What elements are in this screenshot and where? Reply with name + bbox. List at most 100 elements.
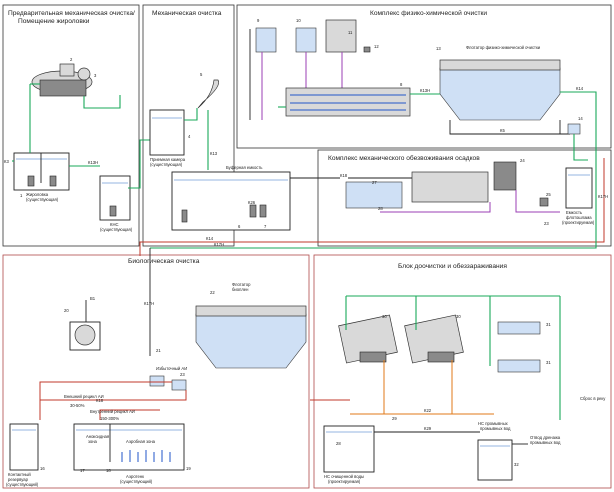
pipe-label-k29: К29 — [424, 426, 432, 431]
pipe-label-k13n-2: К13Н — [420, 88, 430, 93]
num-23b: 23 — [180, 372, 185, 377]
flotator-bio-label: Флотатор — [232, 282, 251, 287]
num-8: 8 — [400, 82, 403, 87]
blower-20 — [74, 324, 96, 346]
anoxic-zone-label2: зона — [88, 439, 98, 444]
pipe-label-k17v: К17Н — [598, 194, 608, 199]
pipe-red — [39, 381, 172, 420]
flotator-top — [439, 59, 561, 71]
contact-tank-label: Контактный — [8, 472, 31, 477]
num-28: 28 — [378, 206, 383, 211]
num-32: 32 — [514, 462, 519, 467]
pump-icon — [259, 204, 267, 218]
num-17: 17 — [80, 468, 85, 473]
kns-label: КНС — [110, 222, 119, 227]
flotator-bio — [195, 313, 307, 369]
pump-23 — [171, 379, 187, 391]
sand-filter-30a — [338, 314, 398, 364]
num-2: 2 — [70, 57, 73, 62]
sand-filter-30b — [404, 314, 464, 364]
num-3: 3 — [94, 73, 97, 78]
ext-recycle-label: Внешний рецикл АИ — [64, 394, 104, 399]
title-post: Блок доочистки и обеззараживания — [398, 262, 507, 270]
buffer-tank-label: Буферная емкость — [226, 165, 263, 170]
num-6: 6 — [238, 224, 241, 229]
conveyor-24 — [493, 161, 517, 191]
num-13: 13 — [436, 46, 441, 51]
num-24: 24 — [520, 158, 525, 163]
pipe-label-k22: К22 — [424, 408, 432, 413]
pipe-label-k3: К3 — [4, 159, 9, 164]
receiving-chamber — [149, 109, 185, 156]
grease-trap-tank — [13, 152, 70, 191]
num-5: 5 — [200, 72, 203, 77]
pipe-label-k13n: К13Н — [88, 160, 98, 165]
pipe-green — [150, 168, 597, 249]
pipe-label-k17: К17Н — [214, 242, 224, 247]
flotator-physchem-label: Флотатор физико-химической очистки — [466, 45, 541, 50]
pipe-red — [99, 409, 160, 420]
title-mech: Механическая очистка — [152, 10, 222, 17]
reagent-unit-11 — [325, 19, 357, 53]
ns-wash-label2: промывных вод — [480, 426, 511, 431]
pipe-label-k17h: К17Н — [144, 301, 154, 306]
pipe-reactor — [285, 87, 411, 117]
ns-purified-tank — [323, 425, 375, 473]
blower-frame — [69, 321, 101, 351]
uv-unit-31a — [497, 321, 541, 335]
section-sludge — [317, 149, 612, 247]
contact-tank — [9, 423, 39, 471]
title-pre-mech-1: Предварительная механическая очистка/ — [8, 10, 135, 17]
pipe-label-k18: К18 — [340, 173, 348, 178]
receiving-chamber-sub: (существующая) — [150, 162, 183, 167]
ns-purified-sub: (проектируемая) — [328, 479, 361, 484]
grease-trap-sub: (существующая) — [26, 197, 59, 202]
num-25: 25 — [546, 192, 551, 197]
num-30a: 30 — [382, 314, 387, 319]
flotation-tank-label3: (проектируемая) — [562, 220, 595, 225]
num-7: 7 — [264, 224, 267, 229]
dosing-pump-icon — [363, 46, 371, 53]
aerotank-sub: (существующий) — [120, 479, 153, 484]
grease-separator-wheel — [77, 67, 91, 81]
flotation-sludge-tank — [565, 167, 593, 209]
num-19: 19 — [186, 466, 191, 471]
excess-al-label: Избыточный АИ — [156, 366, 187, 371]
num-23: 23 — [544, 221, 549, 226]
num-9: 9 — [257, 18, 260, 23]
section-physchem — [236, 4, 612, 149]
pump-21 — [149, 375, 165, 387]
num-14: 14 — [578, 116, 583, 121]
pipe-green — [573, 134, 588, 161]
sludge-pump-14 — [567, 123, 581, 135]
section-biological — [2, 254, 310, 489]
to-head-label: Отвод дренажа — [530, 435, 561, 440]
pipe-label-b1: В1 — [90, 296, 96, 301]
title-pre-mech-2: Помещение жироловки — [18, 18, 90, 25]
flotator-bio-top — [195, 305, 307, 317]
num-1: 1 — [20, 193, 23, 198]
pipe-black — [449, 120, 570, 135]
int-recycle-pct: 150-300% — [100, 416, 119, 421]
ext-recycle-pct: 30-50% — [70, 403, 85, 408]
pump-icon — [49, 175, 57, 187]
receiving-chamber-label: Приемная камера — [150, 157, 186, 162]
title-sludge: Комплекс механического обезвоживания оса… — [328, 154, 480, 162]
pipe-green — [184, 108, 198, 121]
kns-sub: (существующая) — [100, 227, 133, 232]
aerotank — [73, 423, 185, 471]
pump-icon — [109, 205, 117, 217]
aerobic-zone-label: Аэробная зона — [126, 439, 156, 444]
ns-wash-label: НС промывных — [478, 421, 509, 426]
anoxic-zone-label: Аноксидная — [86, 434, 109, 439]
pump-icon — [539, 197, 549, 207]
pump-icon — [249, 204, 257, 218]
pipe-label-k26: К26 — [248, 200, 256, 205]
pipe-red — [139, 158, 605, 256]
screen-icon — [197, 79, 219, 109]
pump-icon — [181, 209, 188, 223]
num-31a: 31 — [546, 322, 551, 327]
pipe-label-k5: К5 — [500, 128, 505, 133]
flotator-bio-label2: биоплен — [232, 287, 249, 292]
num-30b: 30 — [456, 314, 461, 319]
